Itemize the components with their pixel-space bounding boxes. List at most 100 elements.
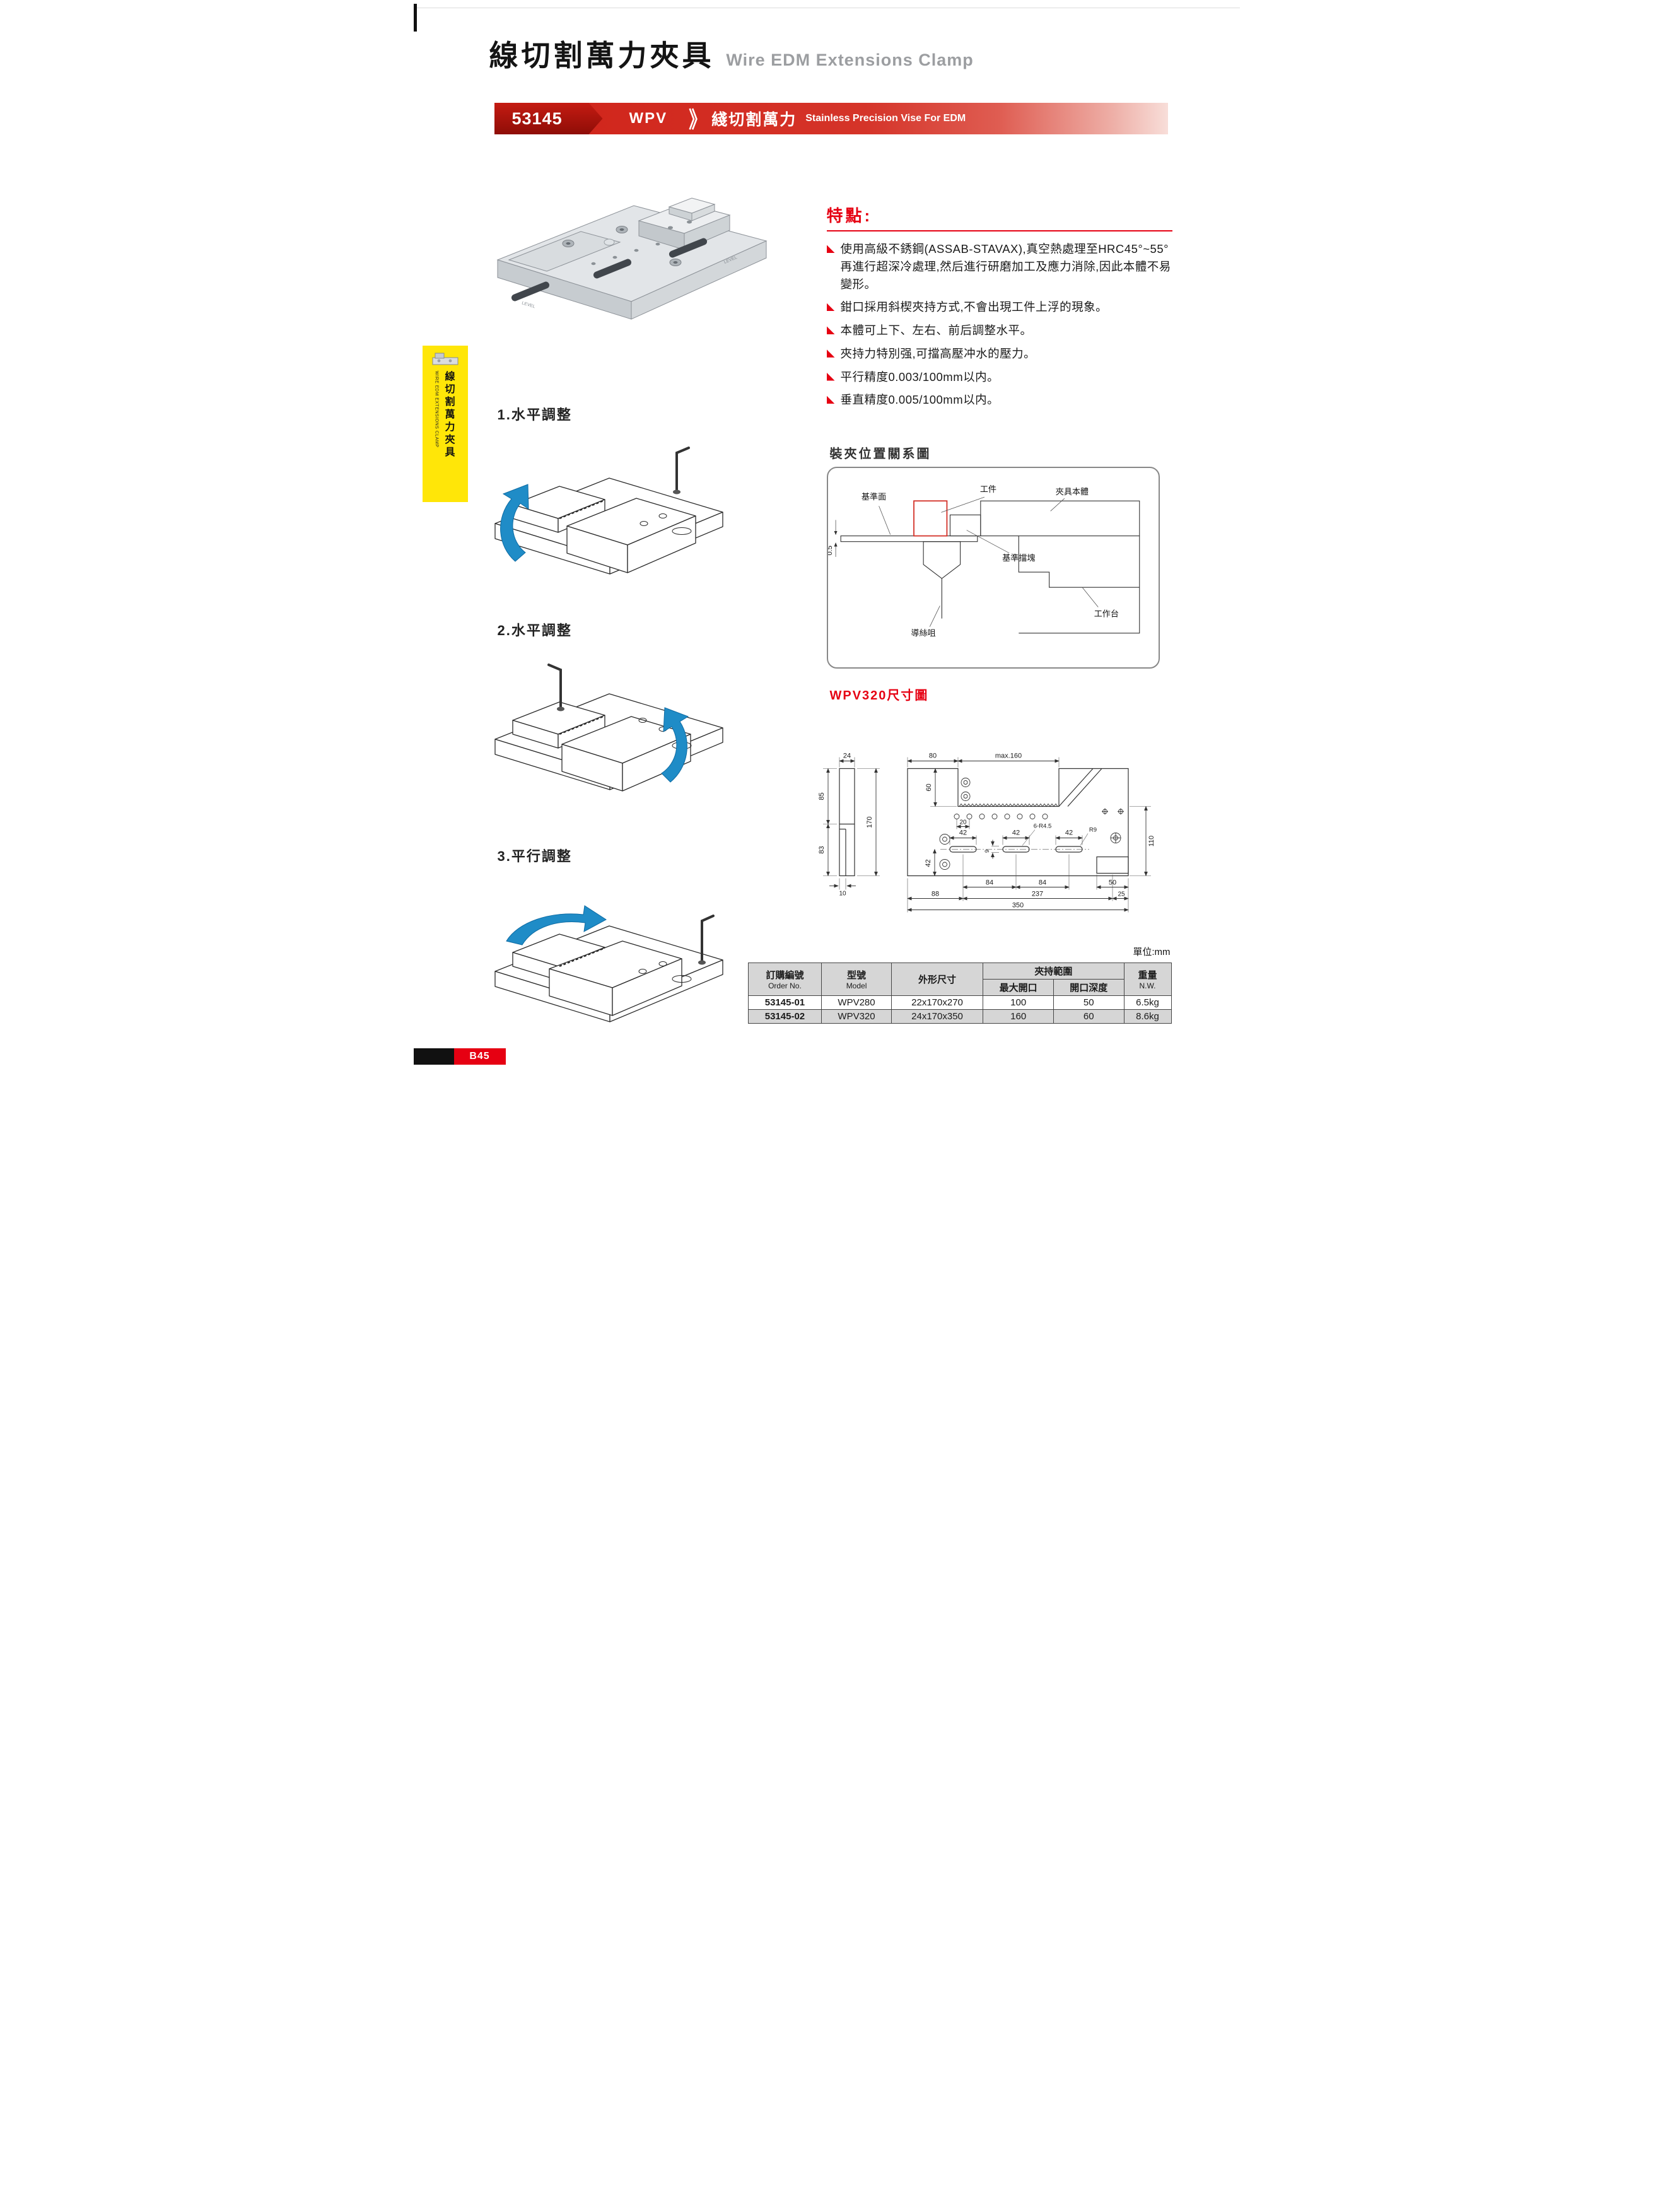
col-header-range: 夾持範圍: [983, 963, 1124, 980]
label-datum-face: 基準面: [861, 492, 885, 501]
triangle-bullet-icon: [826, 303, 835, 312]
label-worktable: 工作台: [1094, 609, 1118, 619]
dim-upper-height: 85: [818, 792, 826, 800]
hex-wrench: [547, 664, 564, 711]
features-heading: 特點:: [826, 203, 1172, 231]
adjustment-diagram-3: [494, 905, 723, 1022]
dim-slot-length-3: 42: [1065, 829, 1072, 837]
features-section: 特點: 使用高級不銹鋼(ASSAB-STAVAX),真空熱處理至HRC45°~5…: [826, 203, 1172, 414]
position-diagram-heading: 裝夾位置關系圖: [829, 447, 932, 461]
dimension-lines: [826, 759, 1148, 912]
adjustment-diagram-2: [494, 664, 723, 792]
dimension-diagram-heading: WPV320尺寸圖: [829, 689, 929, 703]
col-header-weight: 重量 N.W.: [1123, 963, 1172, 996]
feature-list: 使用高級不銹鋼(ASSAB-STAVAX),真空熱處理至HRC45°~55°再進…: [826, 240, 1172, 409]
label-wire-guide: 導絲咀: [911, 628, 935, 638]
dim-screw-pitch: 20: [959, 819, 967, 826]
feature-item: 垂直精度0.005/100mm以内。: [826, 391, 1172, 409]
label-gap: 0.5: [828, 546, 834, 555]
dim-slot-pitch-1: 84: [985, 879, 993, 887]
cell-model: WPV280: [821, 995, 892, 1010]
adjustment-diagram-1: [494, 447, 723, 575]
dim-foot-width: 10: [839, 891, 846, 898]
dim-side-width: 24: [843, 752, 850, 760]
triangle-bullet-icon: [826, 326, 835, 334]
sidebar-label-zh: 線切割萬力夾具: [443, 371, 454, 459]
feature-item: 本體可上下、左右、前后調整水平。: [826, 322, 1172, 339]
dim-opening-depth: 60: [925, 783, 933, 791]
col-header-model-en: Model: [846, 981, 867, 990]
cell-max-open: 160: [983, 1009, 1054, 1024]
sidebar-label-en: WIRE EDM EXTENSIONS CLAMP: [434, 371, 439, 448]
engraving-level-1: LEVEL: [521, 301, 535, 309]
adjustment-label-1: 1.水平調整: [497, 407, 572, 423]
table-row: 53145-01 WPV280 22x170x270 100 50 6.5kg: [747, 995, 1172, 1010]
sidebar-labels: WIRE EDM EXTENSIONS CLAMP 線切割萬力夾具: [435, 371, 456, 459]
col-header-order-zh: 訂購編號: [766, 970, 804, 981]
cell-model: WPV320: [821, 1009, 892, 1024]
page-title-en: Wire EDM Extensions Clamp: [726, 50, 974, 69]
dim-lower-height: 83: [818, 846, 826, 853]
footer-bar: [413, 1048, 454, 1065]
product-name-zh: 綫切割萬力: [711, 111, 797, 129]
dim-slot-span: 237: [1031, 891, 1043, 898]
hex-wrench: [698, 915, 715, 965]
col-header-order: 訂購編號 Order No.: [747, 963, 822, 996]
product-banner: 53145 WPV 》 綫切割萬力 Stainless Precision Vi…: [494, 103, 1168, 134]
dim-corner-radius: R9: [1089, 827, 1096, 834]
dim-block-width: 50: [1108, 879, 1116, 887]
col-header-model: 型號 Model: [821, 963, 892, 996]
rotate-arrow: [660, 707, 689, 783]
spec-table: 訂購編號 Order No. 型號 Model 外形尺寸 夾持範圍 重量 N.W…: [747, 963, 1172, 1024]
adjustment-label-3: 3.平行調整: [497, 848, 572, 864]
feature-item: 鉗口採用斜楔夾持方式,不會出現工件上浮的現象。: [826, 298, 1172, 316]
rotate-arrow: [505, 905, 607, 945]
triangle-bullet-icon: [826, 395, 835, 404]
dim-total-width: 350: [1012, 902, 1023, 910]
col-header-model-zh: 型號: [847, 970, 867, 981]
feature-text: 鉗口採用斜楔夾持方式,不會出現工件上浮的現象。: [840, 300, 1108, 314]
feature-text: 夾持力特別强,可擋高壓冲水的壓力。: [840, 346, 1036, 360]
col-header-open-depth: 開口深度: [1053, 979, 1124, 996]
dim-slot-length-2: 42: [1012, 829, 1019, 837]
vise-thumbnail-icon: [432, 353, 458, 365]
screw-details: [939, 778, 1124, 870]
product-series: WPV: [629, 110, 668, 127]
dim-slot-radius: 6-R4.5: [1033, 823, 1051, 830]
feature-item: 使用高級不銹鋼(ASSAB-STAVAX),真空熱處理至HRC45°~55°再進…: [826, 240, 1172, 293]
cell-weight: 6.5kg: [1123, 995, 1172, 1010]
label-datum-block: 基準擋塊: [1002, 553, 1035, 563]
cell-order: 53145-02: [747, 1009, 822, 1024]
workpiece-outline: [913, 500, 947, 537]
sidebar-tab: WIRE EDM EXTENSIONS CLAMP 線切割萬力夾具: [422, 346, 468, 502]
page-title: 線切割萬力夾具 Wire EDM Extensions Clamp: [489, 33, 974, 74]
cell-open-depth: 50: [1053, 995, 1124, 1010]
position-diagram-drawing: 基準面 工件 夾具本體 基準擋塊 工作台 導絲咀 0.5: [826, 484, 1140, 638]
part-outline: [838, 768, 1129, 877]
dim-right-height: 110: [1148, 836, 1155, 847]
cell-max-open: 100: [983, 995, 1054, 1010]
dimension-labels: 24 80 max.160 85 83 170 60 42 110 20 42 …: [818, 752, 1155, 910]
dim-jaw-width: 80: [928, 752, 936, 760]
dim-edge-to-slot: 88: [931, 891, 938, 898]
feature-text: 本體可上下、左右、前后調整水平。: [840, 324, 1032, 337]
product-photo: LEVEL LEVEL: [496, 197, 767, 320]
col-header-dims: 外形尺寸: [891, 963, 984, 996]
label-workpiece: 工件: [979, 484, 996, 494]
product-code-badge: 53145: [494, 103, 603, 134]
cell-weight: 8.6kg: [1123, 1009, 1172, 1024]
col-header-weight-en: N.W.: [1139, 981, 1156, 990]
cell-open-depth: 60: [1053, 1009, 1124, 1024]
dimension-drawing: 24 80 max.160 85 83 170 60 42 110 20 42 …: [818, 752, 1155, 913]
adjustment-label-2: 2.水平調整: [497, 623, 572, 638]
col-header-weight-zh: 重量: [1138, 970, 1157, 981]
feature-text: 平行精度0.003/100mm以内。: [840, 370, 1000, 383]
feature-text: 使用高級不銹鋼(ASSAB-STAVAX),真空熱處理至HRC45°~55°再進…: [840, 242, 1171, 291]
triangle-bullet-icon: [826, 372, 835, 381]
label-clamp-body: 夾具本體: [1055, 487, 1088, 496]
page-title-zh: 線切割萬力夾具: [489, 39, 715, 72]
page-number-badge: B45: [453, 1048, 506, 1065]
col-header-max-open: 最大開口: [983, 979, 1054, 996]
feature-item: 平行精度0.003/100mm以内。: [826, 368, 1172, 386]
feature-text: 垂直精度0.005/100mm以内。: [840, 393, 1000, 407]
